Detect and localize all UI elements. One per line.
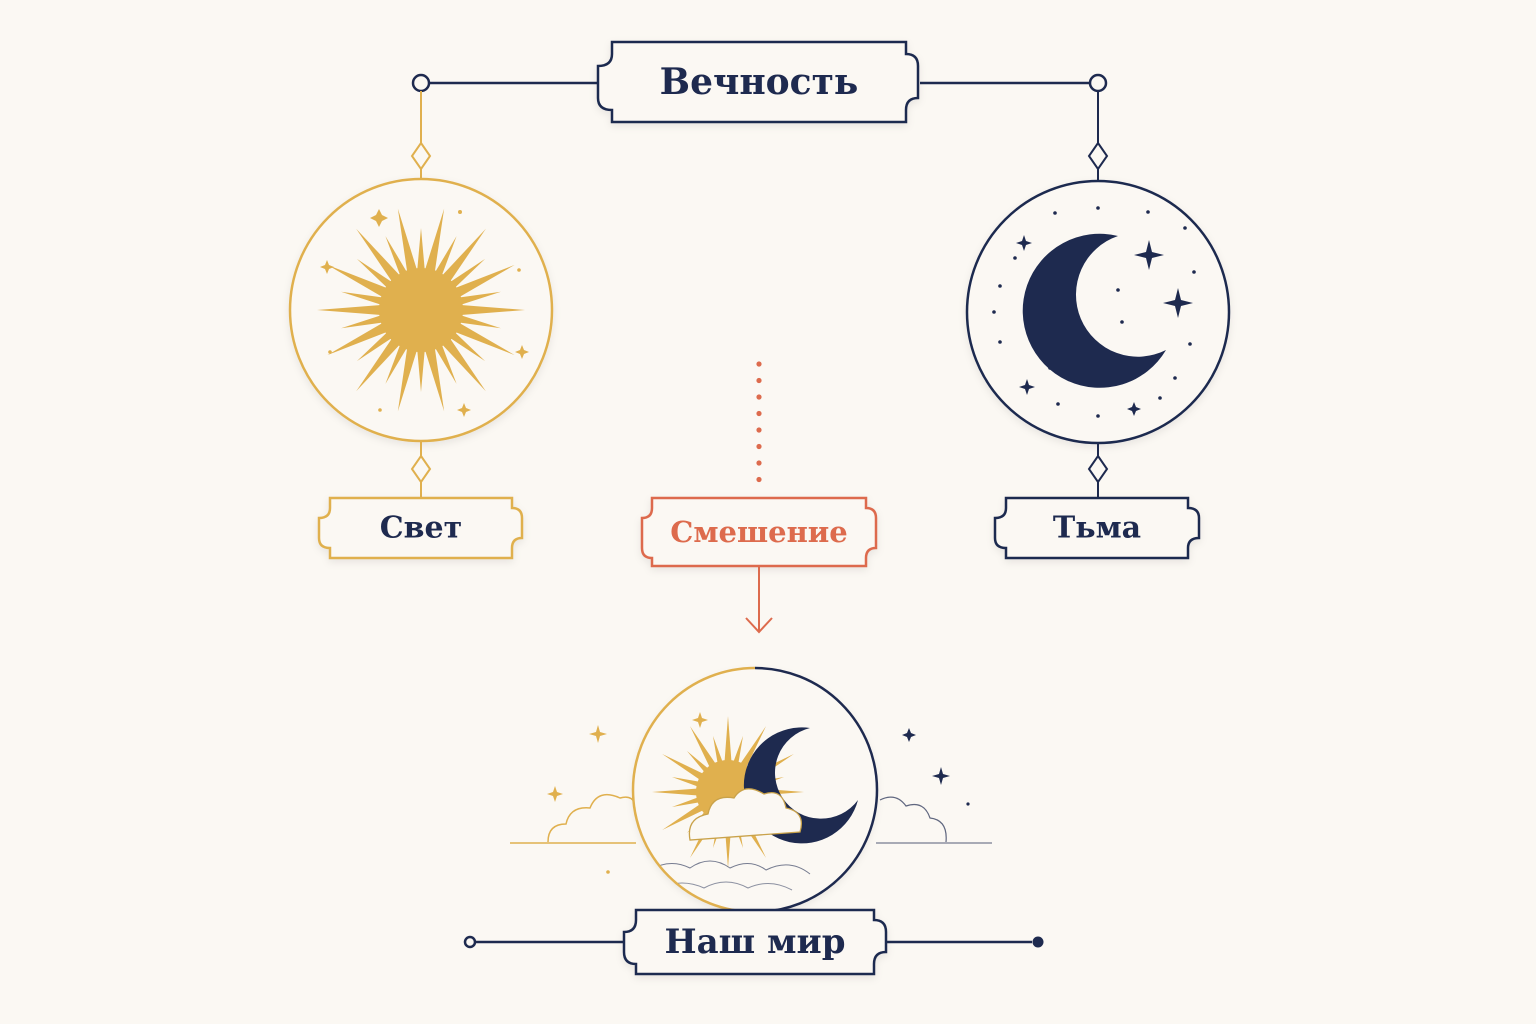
star-dot xyxy=(1188,342,1192,346)
our-world-label: Наш мир xyxy=(664,922,845,962)
sun-icon xyxy=(288,177,554,443)
sun-ray xyxy=(662,803,704,830)
eternity-node xyxy=(596,40,920,124)
star-dot xyxy=(1116,288,1120,292)
sun-ray xyxy=(341,315,383,329)
sun-ray xyxy=(442,338,486,392)
left-diamond-ornament xyxy=(410,141,432,171)
sun-ray xyxy=(662,754,704,781)
light-label: Свет xyxy=(380,511,462,546)
connector-dot xyxy=(756,410,762,417)
sun-ray xyxy=(459,315,501,329)
connector-dot xyxy=(756,427,762,433)
sun-ray xyxy=(385,236,408,276)
star-dot xyxy=(1158,396,1162,400)
blending-arrow xyxy=(745,566,773,634)
blending-node xyxy=(640,496,878,568)
sun-ray xyxy=(449,332,486,362)
sun-ray xyxy=(733,735,744,764)
connector-dot xyxy=(756,476,762,483)
sun-ray xyxy=(425,347,445,412)
sun-ray xyxy=(356,228,400,282)
sun-ray xyxy=(449,258,486,288)
sun-ray xyxy=(385,344,408,384)
sun-ray xyxy=(417,350,425,392)
star-dot xyxy=(998,340,1002,344)
sun-ray xyxy=(671,797,700,808)
sun-ray xyxy=(317,305,381,315)
crescent-moon-icon xyxy=(965,179,1231,445)
star-dot xyxy=(992,310,996,314)
star-dot xyxy=(1013,256,1017,260)
sun-ray xyxy=(397,208,417,273)
sun-rays xyxy=(317,208,525,412)
darkness-label: Тьма xyxy=(1053,511,1141,546)
sun-ray xyxy=(686,750,709,773)
sun-ray xyxy=(442,228,486,282)
sun-ray xyxy=(690,726,717,768)
light-diamond-ornament xyxy=(410,454,432,484)
sun-ray xyxy=(454,264,515,298)
star-dot xyxy=(1056,402,1060,406)
sun-ray xyxy=(356,332,393,362)
darkness-node xyxy=(993,496,1201,560)
star-dot xyxy=(1096,206,1100,210)
sun-ray xyxy=(356,258,393,288)
blending-label: Смешение xyxy=(670,515,848,549)
connector-dot xyxy=(756,394,762,400)
sun-ray xyxy=(724,716,732,762)
right-bottom-node-dot xyxy=(1032,936,1044,948)
sun-ray xyxy=(425,208,445,273)
connector-dot xyxy=(756,377,762,384)
sun-ray xyxy=(397,347,417,412)
bottom-connectors xyxy=(463,935,1044,949)
sun-ray xyxy=(712,735,723,764)
star-dot xyxy=(1048,366,1052,370)
star-dot xyxy=(1120,320,1124,324)
sun-ray xyxy=(434,344,457,384)
sun-ray xyxy=(356,338,400,392)
sun-ray xyxy=(327,322,388,356)
star-dot xyxy=(1183,226,1187,230)
star-dot xyxy=(1146,210,1150,214)
sun-ray xyxy=(652,788,698,796)
sun-ray xyxy=(459,291,501,305)
connector-dot xyxy=(756,443,762,450)
right-diamond-ornament xyxy=(1087,141,1109,171)
sun-ray xyxy=(434,236,457,276)
sun-ray xyxy=(341,291,383,305)
our-world-node xyxy=(622,908,888,976)
sun-ray xyxy=(739,726,766,768)
connector-dot xyxy=(756,460,762,466)
sun-ray xyxy=(671,776,700,787)
right-top-node-dot xyxy=(1088,73,1108,93)
star-dot xyxy=(998,284,1002,288)
connector-dot xyxy=(756,361,762,367)
star-dot xyxy=(1096,414,1100,418)
light-node xyxy=(317,496,524,560)
star-dot xyxy=(1192,270,1196,274)
sun-and-moon-icon xyxy=(510,666,992,914)
blending-dotted-connector xyxy=(756,361,762,483)
darkness-diamond-ornament xyxy=(1087,454,1109,484)
eternity-label: Вечность xyxy=(660,61,859,103)
sun-ray xyxy=(454,322,515,356)
sun-ray xyxy=(327,264,388,298)
left-top-node-dot xyxy=(411,73,431,93)
sun-ray xyxy=(417,228,425,270)
left-bottom-node-dot xyxy=(463,935,477,949)
top-connectors xyxy=(410,73,1109,180)
star-dot xyxy=(1053,211,1057,215)
moon-star-dots xyxy=(992,206,1196,418)
sun-ray xyxy=(461,305,525,315)
star-dot xyxy=(1173,376,1177,380)
